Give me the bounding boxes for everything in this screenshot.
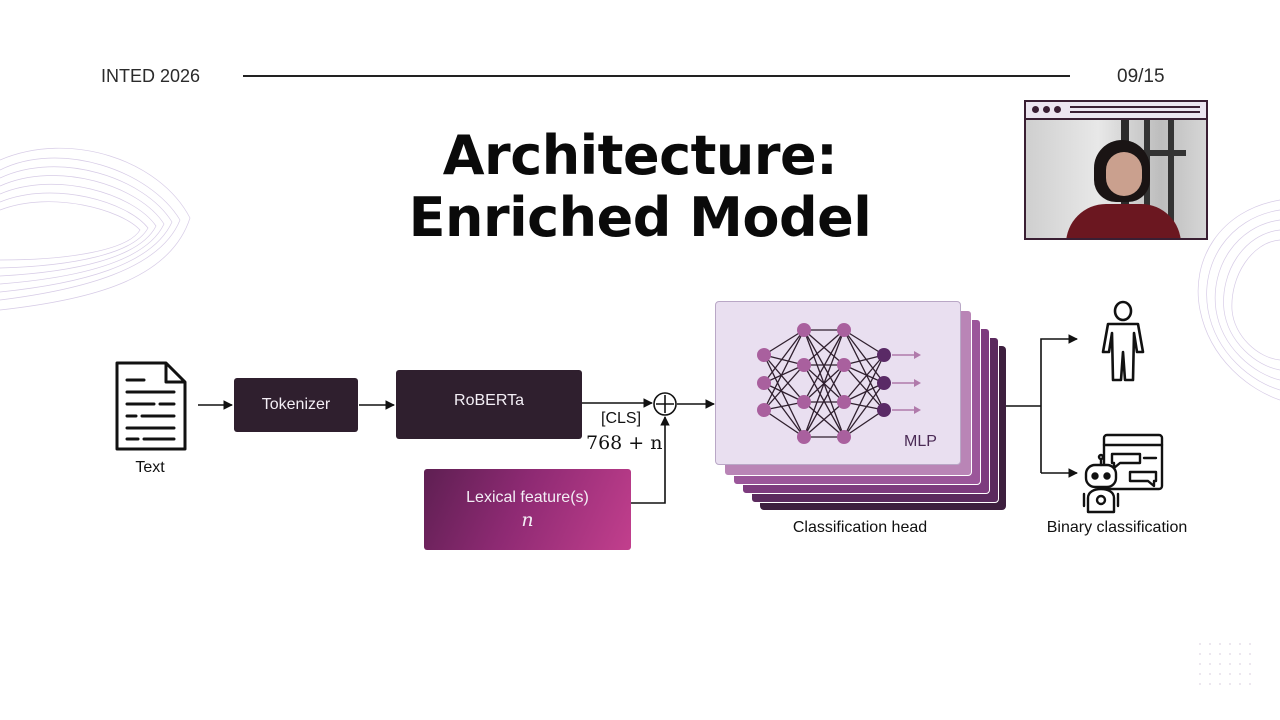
lexical-features-box: Lexical feature(s) n — [424, 469, 631, 550]
window-dot-icon — [1054, 106, 1061, 113]
cls-label: [CLS] — [601, 410, 642, 427]
classification-head-label: Classification head — [792, 519, 928, 536]
webcam-window — [1024, 100, 1208, 240]
page-title-line1: Architecture: — [442, 124, 838, 187]
webcam-titlebar — [1026, 102, 1206, 120]
neural-network-icon — [757, 323, 921, 444]
lexical-label: Lexical feature(s) — [466, 488, 589, 506]
decorative-dots — [1199, 643, 1251, 685]
decorative-waves-right — [1197, 199, 1280, 401]
window-dot-icon — [1032, 106, 1039, 113]
arrow-lexical-to-concat — [631, 416, 670, 504]
arrow-to-human — [1040, 334, 1078, 473]
lexical-symbol: n — [521, 508, 534, 531]
page-title-line2: Enriched Model — [408, 186, 872, 249]
mlp-card: MLP — [715, 301, 961, 465]
human-icon — [1101, 300, 1145, 382]
binary-classification-label: Binary classification — [1046, 519, 1188, 536]
decorative-waves-left — [0, 147, 191, 311]
concat-plus-icon — [653, 392, 677, 416]
document-icon — [115, 361, 187, 451]
tokenizer-box: Tokenizer — [234, 378, 358, 432]
conference-label: INTED 2026 — [101, 66, 201, 86]
header-divider — [243, 75, 1070, 77]
roberta-label: RoBERTa — [454, 392, 524, 409]
roberta-box: RoBERTa — [396, 370, 582, 439]
chatbot-icon — [1082, 433, 1164, 514]
window-dot-icon — [1043, 106, 1050, 113]
webcam-feed — [1026, 120, 1206, 238]
page-number: 09/15 — [1117, 66, 1165, 87]
tokenizer-label: Tokenizer — [261, 396, 331, 413]
mlp-label: MLP — [904, 433, 937, 450]
input-label: Text — [135, 459, 165, 476]
dimension-label: 768 + n — [586, 432, 663, 454]
